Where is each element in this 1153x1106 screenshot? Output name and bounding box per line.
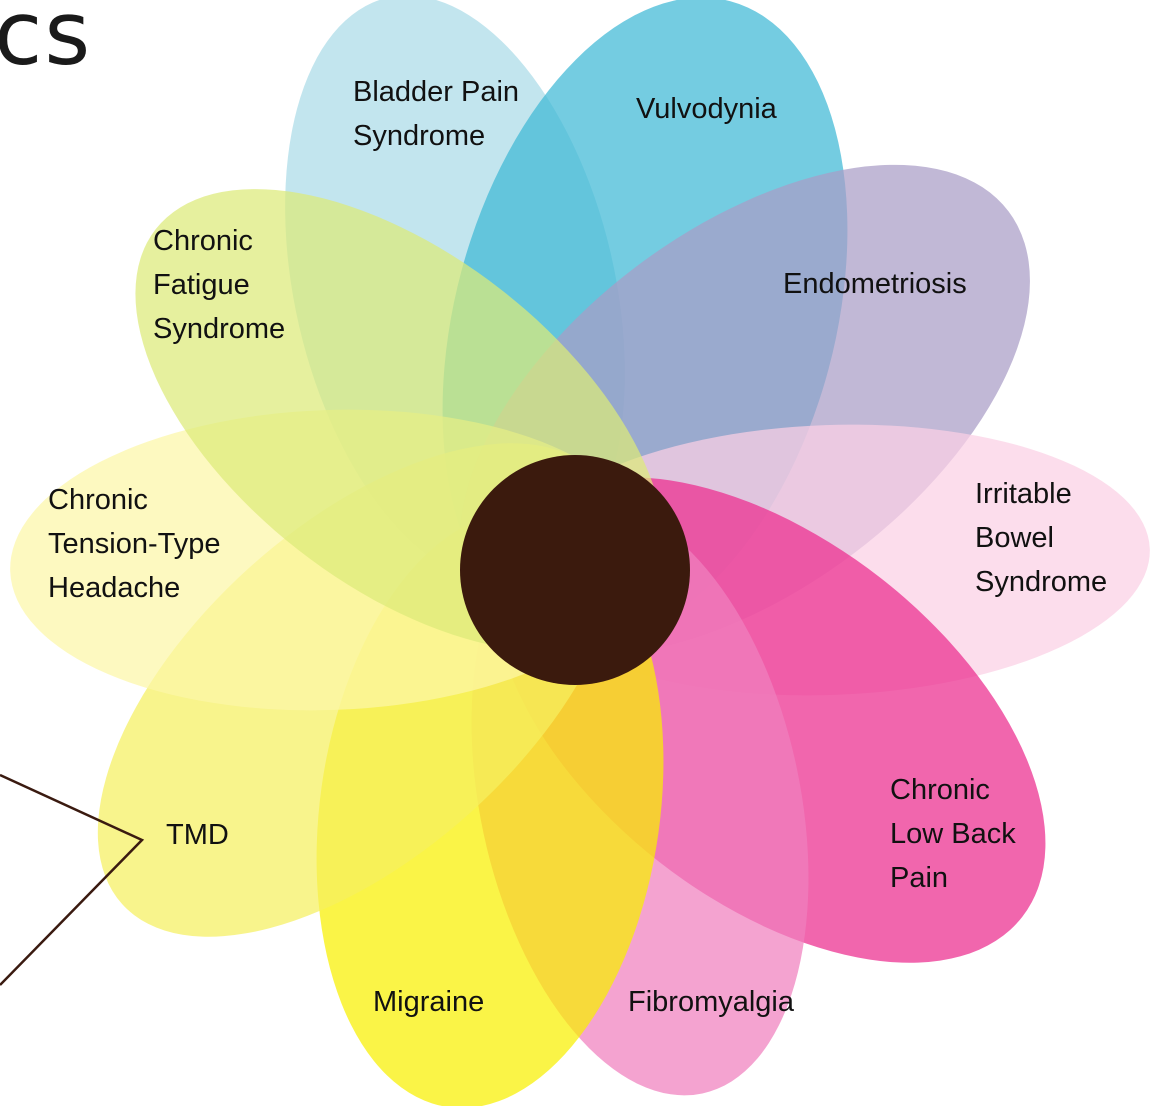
shared-center-circle [460,455,690,685]
label-endometriosis: Endometriosis [783,262,967,306]
label-migraine: Migraine [373,980,484,1024]
label-fibromyalgia: Fibromyalgia [628,980,794,1024]
label-vulvodynia: Vulvodynia [636,87,777,131]
label-tmd: TMD [166,813,229,857]
